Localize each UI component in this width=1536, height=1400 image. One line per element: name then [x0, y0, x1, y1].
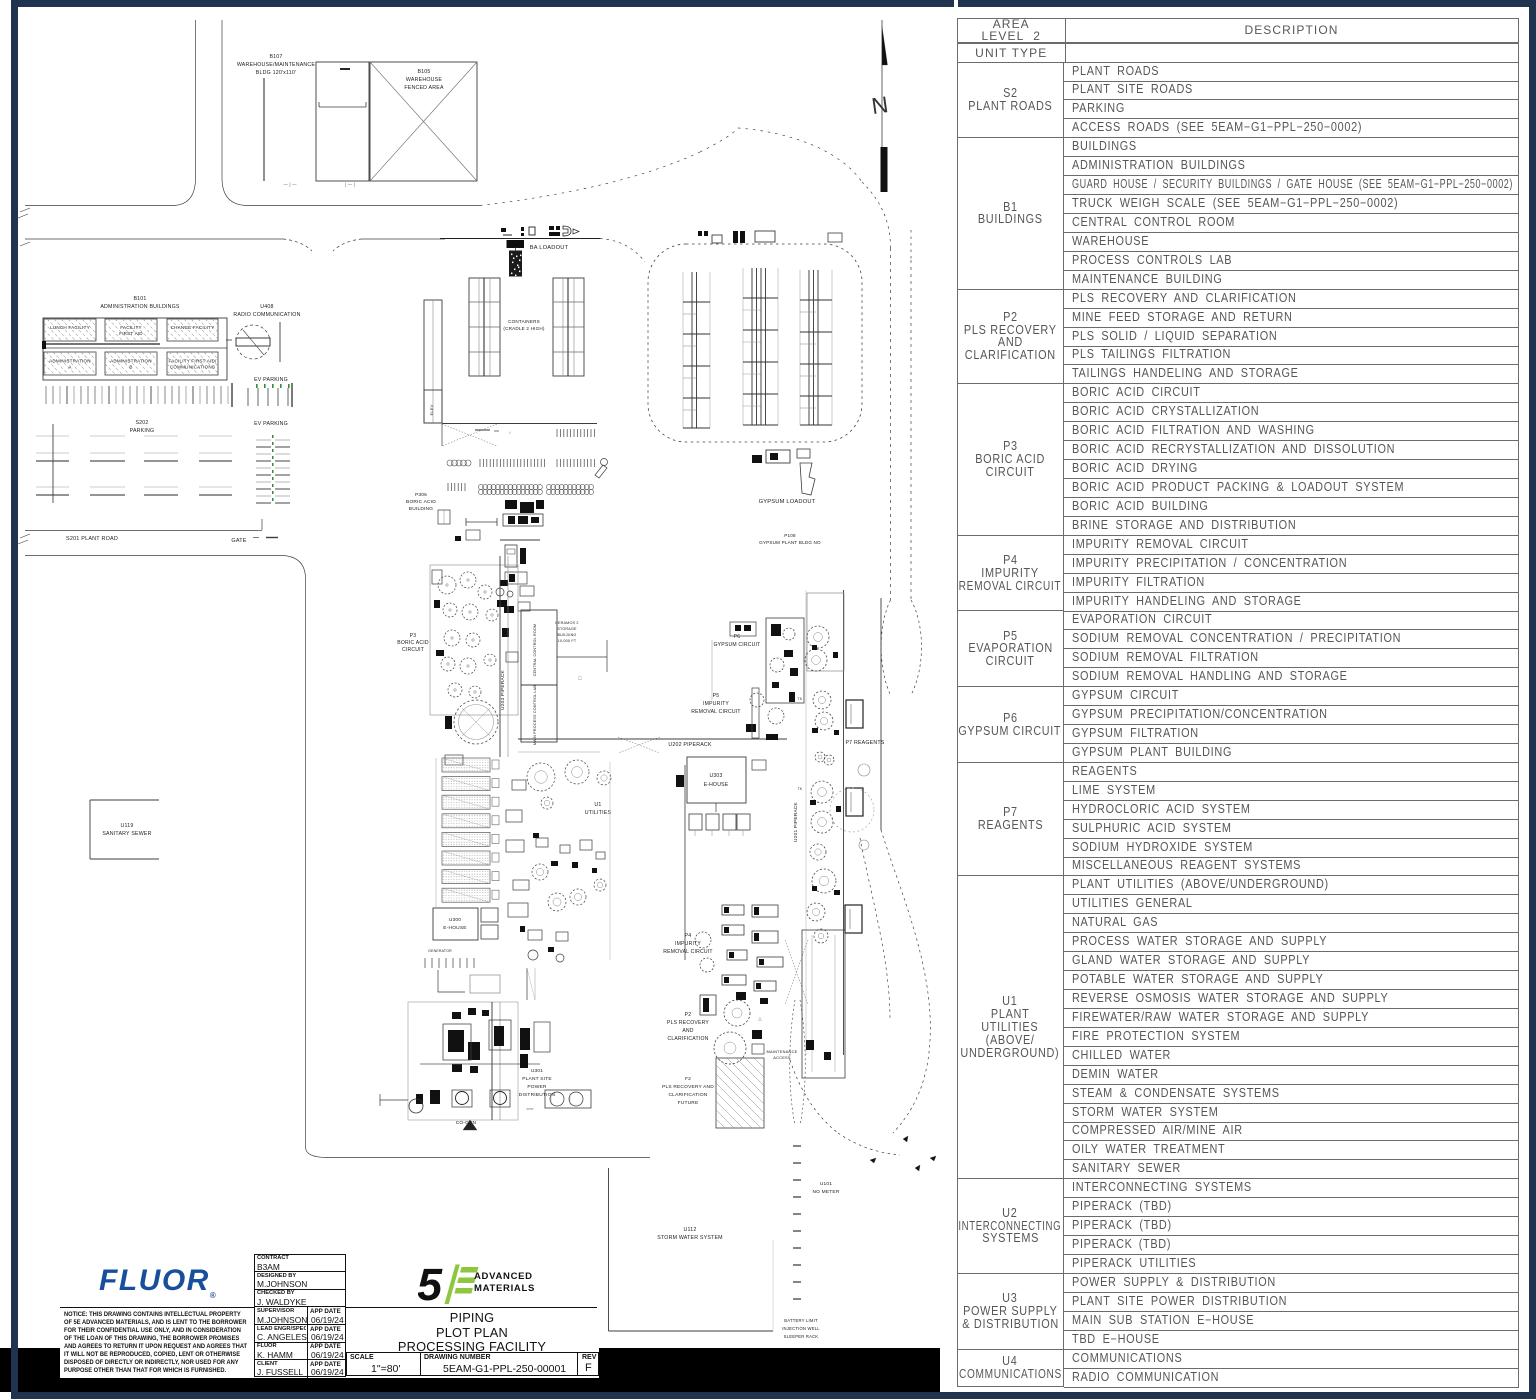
- svg-text:P5: P5: [713, 693, 720, 699]
- svg-text:E-HOUSE: E-HOUSE: [443, 925, 467, 931]
- svg-text:U202 PIPERACK: U202 PIPERACK: [668, 742, 712, 748]
- svg-text:FENCED AREA: FENCED AREA: [404, 85, 444, 91]
- svg-text:COMMUNICATIONS: COMMUNICATIONS: [170, 365, 215, 370]
- svg-text:▱▱: ▱▱: [526, 1106, 534, 1111]
- svg-text:ELEV: ELEV: [429, 404, 434, 415]
- svg-text:FUTURE: FUTURE: [678, 1100, 699, 1106]
- svg-text:MAIN PROCESS CONTROL LAB: MAIN PROCESS CONTROL LAB: [533, 685, 537, 745]
- svg-text:KERAMOS 2: KERAMOS 2: [555, 621, 578, 625]
- svg-text:MAINTENANCE: MAINTENANCE: [767, 1049, 798, 1054]
- svg-text:B105: B105: [417, 69, 430, 75]
- svg-text:U101: U101: [820, 1181, 832, 1187]
- svg-text:(CRADLE 2 HIGH): (CRADLE 2 HIGH): [503, 326, 544, 331]
- svg-text:U301: U301: [531, 1068, 543, 1074]
- svg-text:ACCESS: ACCESS: [773, 1055, 791, 1060]
- svg-text:B101: B101: [133, 296, 146, 302]
- svg-text:SLEEPER RACK: SLEEPER RACK: [784, 1334, 819, 1339]
- svg-text:GYPSUM CIRCUIT: GYPSUM CIRCUIT: [714, 642, 761, 648]
- svg-text:— | —: — | —: [283, 182, 297, 187]
- svg-text:BORIC ACID: BORIC ACID: [406, 499, 436, 505]
- svg-text:ADMINISTRATION BUILDINGS: ADMINISTRATION BUILDINGS: [100, 304, 180, 310]
- svg-text:STORM WATER SYSTEM: STORM WATER SYSTEM: [657, 1235, 723, 1241]
- svg-text:5: 5: [418, 1264, 443, 1304]
- svg-text:P6: P6: [734, 634, 741, 640]
- svg-text:PARKING: PARKING: [130, 428, 155, 434]
- svg-text:S201 PLANT ROAD: S201 PLANT ROAD: [66, 536, 118, 542]
- svg-text:FACILITY FIRST AID/: FACILITY FIRST AID/: [169, 359, 217, 364]
- svg-text:GYPSUM PLANT BLDG NO: GYPSUM PLANT BLDG NO: [759, 540, 821, 545]
- svg-text:RADIO COMMUNICATION: RADIO COMMUNICATION: [233, 312, 300, 318]
- svg-text:BUILDING: BUILDING: [409, 506, 433, 512]
- svg-text:□: □: [578, 676, 582, 682]
- svg-text:P4: P4: [685, 933, 692, 939]
- svg-text:PLS RECOVERY AND: PLS RECOVERY AND: [662, 1084, 714, 1090]
- svg-text:U203 PIPERACK: U203 PIPERACK: [500, 669, 506, 709]
- svg-text:CLARIFICATION: CLARIFICATION: [669, 1092, 708, 1098]
- svg-text:P7 REAGENTS: P7 REAGENTS: [845, 740, 884, 746]
- svg-text:○: ○: [509, 430, 512, 435]
- svg-text:E-HOUSE: E-HOUSE: [704, 782, 729, 788]
- svg-text:CONTAINERS: CONTAINERS: [508, 319, 540, 324]
- svg-text:S202: S202: [135, 420, 148, 426]
- svg-text:FIRST AID: FIRST AID: [119, 331, 143, 336]
- svg-text:SANITARY SEWER: SANITARY SEWER: [102, 831, 151, 837]
- svg-text:BA LOADOUT: BA LOADOUT: [530, 245, 569, 251]
- svg-text:△: △: [758, 1016, 762, 1021]
- svg-text:LUNCH FACILITY: LUNCH FACILITY: [50, 325, 90, 330]
- svg-text:U201 PIPERACK: U201 PIPERACK: [793, 801, 799, 841]
- svg-text:B: B: [129, 365, 132, 370]
- svg-text:BORIC ACID: BORIC ACID: [397, 640, 429, 646]
- svg-text:DISTRIBUTION: DISTRIBUTION: [519, 1092, 556, 1098]
- svg-text:F2: F2: [685, 1076, 691, 1082]
- svg-text:GYPSUM LOADOUT: GYPSUM LOADOUT: [759, 499, 816, 505]
- svg-text:TK: TK: [798, 787, 803, 791]
- svg-text:ADMINISTRATION: ADMINISTRATION: [110, 359, 152, 364]
- svg-text:REMOVAL CIRCUIT: REMOVAL CIRCUIT: [663, 949, 712, 955]
- svg-text:TK: TK: [798, 697, 803, 701]
- svg-text:INJECTION WELL: INJECTION WELL: [782, 1326, 820, 1331]
- svg-text:U1: U1: [594, 802, 601, 808]
- svg-text:N: N: [870, 91, 890, 119]
- svg-text:NO METER: NO METER: [812, 1189, 839, 1195]
- svg-text:PLANT SITE: PLANT SITE: [522, 1076, 552, 1082]
- svg-text:AND: AND: [682, 1028, 693, 1034]
- svg-text:UTILITIES: UTILITIES: [585, 810, 612, 816]
- svg-text:U408: U408: [260, 304, 273, 310]
- svg-text:BATTERY LIMIT: BATTERY LIMIT: [784, 1318, 818, 1323]
- svg-text:CENTRAL CONTROL ROOM: CENTRAL CONTROL ROOM: [533, 624, 537, 677]
- svg-text:WAREHOUSE/MAINTENANCE: WAREHOUSE/MAINTENANCE: [237, 62, 316, 68]
- svg-text:POWER: POWER: [527, 1084, 547, 1090]
- svg-text:IMPURITY: IMPURITY: [675, 941, 701, 947]
- svg-text:WAREHOUSE: WAREHOUSE: [406, 77, 442, 83]
- svg-text:U303: U303: [710, 773, 723, 779]
- svg-text:| — |: | — |: [345, 182, 355, 187]
- svg-text:BLDG 120′x110′: BLDG 120′x110′: [256, 70, 296, 76]
- svg-text:U119: U119: [121, 823, 134, 829]
- svg-text:PLS RECOVERY: PLS RECOVERY: [667, 1020, 709, 1026]
- svg-text:EV PARKING: EV PARKING: [254, 421, 288, 427]
- svg-text:EV PARKING: EV PARKING: [254, 377, 288, 383]
- svg-text:P3: P3: [410, 633, 417, 639]
- svg-text:CIRCUIT: CIRCUIT: [402, 647, 424, 653]
- svg-text:B107: B107: [269, 54, 282, 60]
- svg-text:10,000 FT: 10,000 FT: [558, 639, 577, 643]
- svg-text:CLARIFICATION: CLARIFICATION: [668, 1036, 709, 1042]
- svg-text:STORAGE: STORAGE: [557, 627, 577, 631]
- svg-text:FACILITY: FACILITY: [120, 325, 141, 330]
- svg-text:GENERATOR: GENERATOR: [428, 949, 452, 953]
- svg-text:P2: P2: [685, 1012, 692, 1018]
- svg-text:P108: P108: [784, 533, 796, 538]
- svg-text:P306: P306: [415, 492, 427, 498]
- svg-text:ADMINISTRATION: ADMINISTRATION: [49, 359, 91, 364]
- svg-text:REMOVAL CIRCUIT: REMOVAL CIRCUIT: [691, 709, 740, 715]
- svg-text:A: A: [68, 365, 72, 370]
- svg-text:GATE: GATE: [231, 538, 246, 544]
- svg-text:CHANGE FACILITY: CHANGE FACILITY: [171, 325, 215, 330]
- svg-text:BUILDING: BUILDING: [557, 633, 576, 637]
- svg-text:IMPURITY: IMPURITY: [703, 701, 729, 707]
- svg-text:U300: U300: [449, 917, 461, 923]
- svg-text:U112: U112: [684, 1227, 697, 1233]
- svg-text:CO-GEN: CO-GEN: [456, 1120, 477, 1126]
